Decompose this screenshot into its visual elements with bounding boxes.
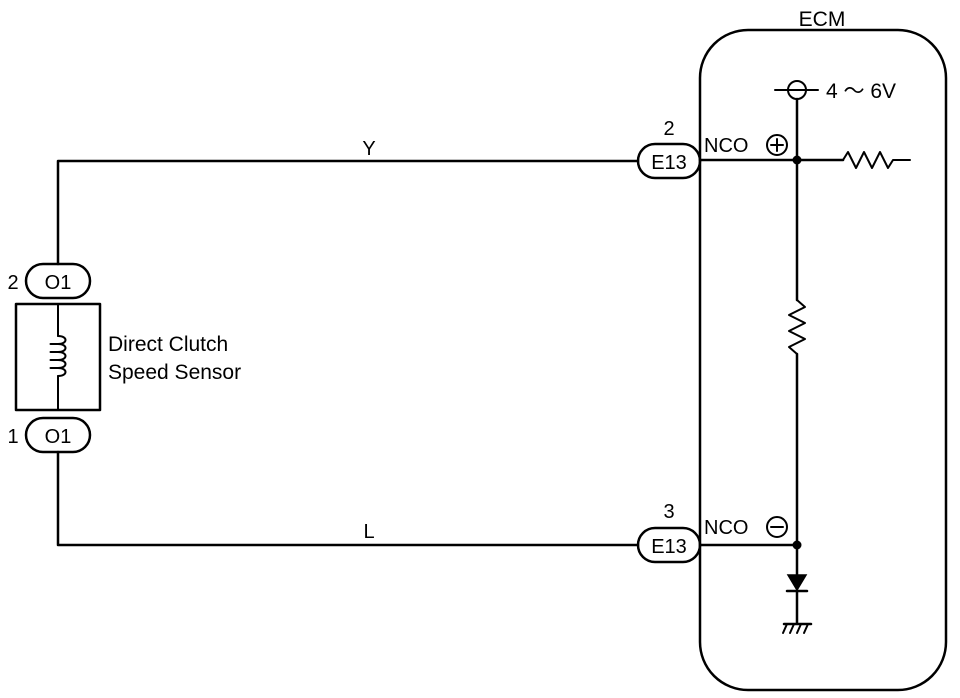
plus-circle-icon	[766, 134, 788, 156]
terminal-nco-minus-visible: NCO	[704, 517, 748, 539]
coil-icon	[49, 335, 67, 377]
minus-circle-icon	[766, 516, 788, 538]
wire-y-label: Y	[362, 138, 375, 160]
connector-o1-top-label: O1	[45, 272, 72, 294]
terminal-nco-plus-visible: NCO	[704, 135, 748, 157]
wire-l	[56, 450, 640, 547]
connector-o1-bottom-pin: 1	[7, 426, 18, 448]
connector-e13-bottom-pin: 3	[663, 501, 674, 523]
connector-o1-top	[24, 262, 92, 300]
connector-o1-bottom	[24, 416, 92, 454]
terminal-nco-minus: NCO− NCO	[704, 516, 788, 539]
internal-resistor	[788, 299, 806, 355]
ecm-title: ECM	[799, 8, 846, 31]
connector-e13-top-label: E13	[651, 152, 687, 174]
connector-o1-bottom-label: O1	[45, 426, 72, 448]
connector-e13-bottom-label: E13	[651, 536, 687, 558]
connector-e13-top-pin: 2	[663, 118, 674, 140]
pullup-resistor	[842, 151, 911, 169]
ecm-box	[698, 28, 948, 692]
connector-o1-top-pin: 2	[7, 272, 18, 294]
supply-voltage-label: 4 ～ 6V	[826, 80, 896, 103]
wire-l-label: L	[363, 521, 374, 543]
sensor-name-line2: Speed Sensor	[108, 361, 241, 384]
terminal-nco-plus: NCO+ NCO	[704, 134, 788, 157]
sensor-name-line1: Direct Clutch	[108, 333, 228, 356]
diode-icon	[786, 574, 808, 592]
wire-y	[56, 159, 640, 266]
ground-icon	[782, 622, 813, 634]
